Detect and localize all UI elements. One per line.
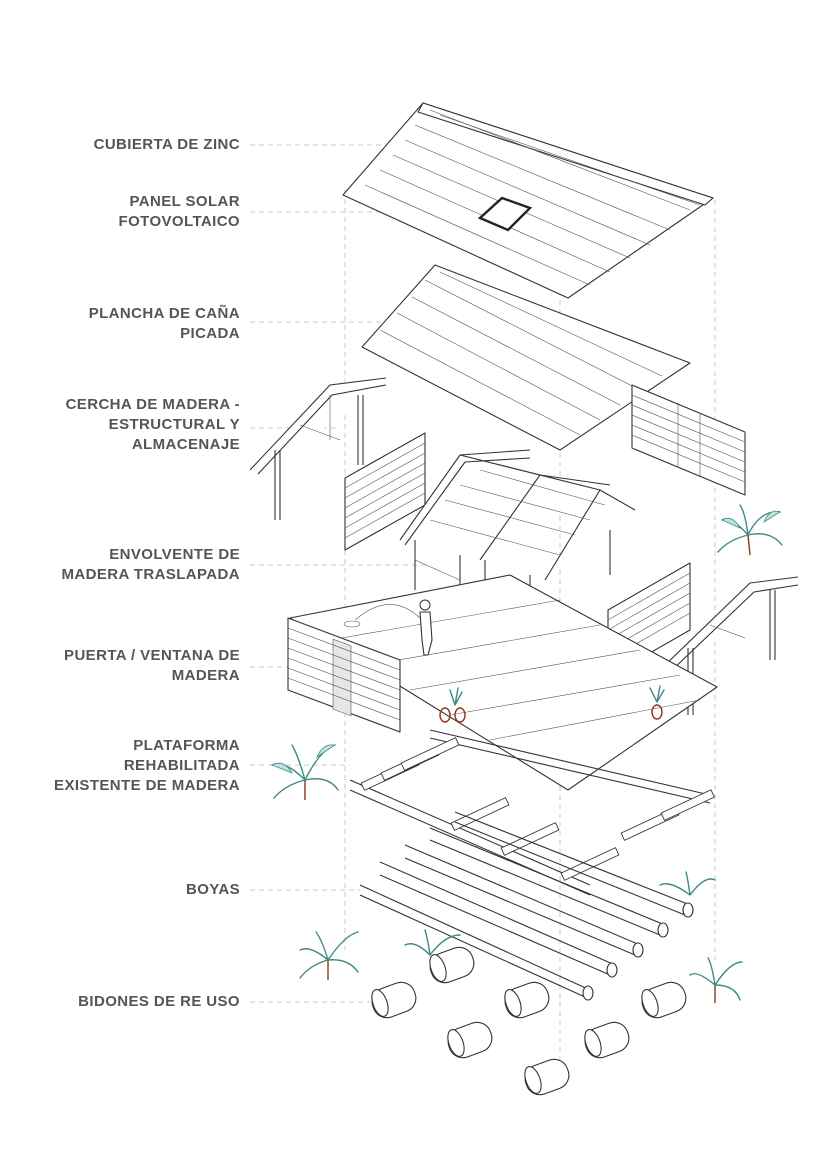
label-line: ENVOLVENTE DE [109, 546, 240, 563]
right-wall-panel-top [631, 384, 746, 496]
drum [371, 981, 417, 1019]
plant-bottom-right [689, 957, 743, 1003]
label-line: PICADA [180, 325, 240, 342]
zinc-roof [342, 102, 714, 299]
floor-deck [289, 574, 718, 791]
buoys [359, 811, 694, 1001]
label-panel-solar: PANEL SOLAR FOTOVOLTAICO [119, 192, 240, 232]
plant-top-right [717, 504, 783, 556]
central-timber-structure [399, 449, 636, 640]
label-line: ESTRUCTURAL Y [108, 416, 240, 433]
solar-panel [477, 196, 533, 232]
platform-joists [349, 729, 715, 896]
plant-bottom-center [404, 929, 461, 956]
label-cercha-de-madera: CERCHA DE MADERA - ESTRUCTURAL Y ALMACEN… [66, 395, 240, 455]
door-window-panel [287, 617, 401, 733]
drum [504, 981, 550, 1019]
label-line: MADERA [171, 667, 240, 684]
label-envolvente: ENVOLVENTE DE MADERA TRASLAPADA [62, 545, 240, 585]
label-bidones: BIDONES DE RE USO [78, 992, 240, 1012]
label-line: PUERTA / VENTANA DE [64, 647, 240, 664]
label-line: PANEL SOLAR [129, 193, 240, 210]
person-figure [343, 599, 433, 656]
label-line: PLATAFORMA [133, 737, 240, 754]
label-line: CERCHA DE MADERA - [65, 396, 240, 413]
label-line: BOYAS [186, 881, 240, 898]
plant-middle-left [271, 744, 339, 800]
label-line: EXISTENTE DE MADERA [54, 777, 240, 794]
left-wall-panel [344, 432, 426, 551]
label-line: CUBIERTA DE ZINC [93, 136, 240, 153]
label-line: PLANCHA DE CAÑA [88, 305, 240, 322]
plant-bottom-left [299, 931, 359, 980]
label-line: ALMACENAJE [131, 436, 240, 453]
label-boyas: BOYAS [186, 880, 240, 900]
potted-plants [439, 685, 665, 723]
drum [524, 1058, 570, 1096]
left-truss [249, 377, 387, 520]
plant-bottom-right-upper [659, 871, 716, 896]
right-truss [661, 576, 799, 715]
label-plancha-de-cana: PLANCHA DE CAÑA PICADA [89, 304, 240, 344]
label-puerta-ventana: PUERTA / VENTANA DE MADERA [64, 646, 240, 686]
drum [641, 981, 687, 1019]
drum [429, 946, 475, 984]
reused-drums [371, 946, 687, 1096]
label-line: REHABILITADA [123, 757, 240, 774]
label-line: BIDONES DE RE USO [78, 993, 240, 1010]
label-line: FOTOVOLTAICO [118, 213, 240, 230]
label-line: MADERA TRASLAPADA [61, 566, 240, 583]
label-plataforma: PLATAFORMA REHABILITADA EXISTENTE DE MAD… [54, 736, 240, 796]
cane-sheet [361, 264, 691, 451]
label-cubierta-de-zinc: CUBIERTA DE ZINC [94, 135, 240, 155]
drum [447, 1021, 493, 1059]
drum [584, 1021, 630, 1059]
